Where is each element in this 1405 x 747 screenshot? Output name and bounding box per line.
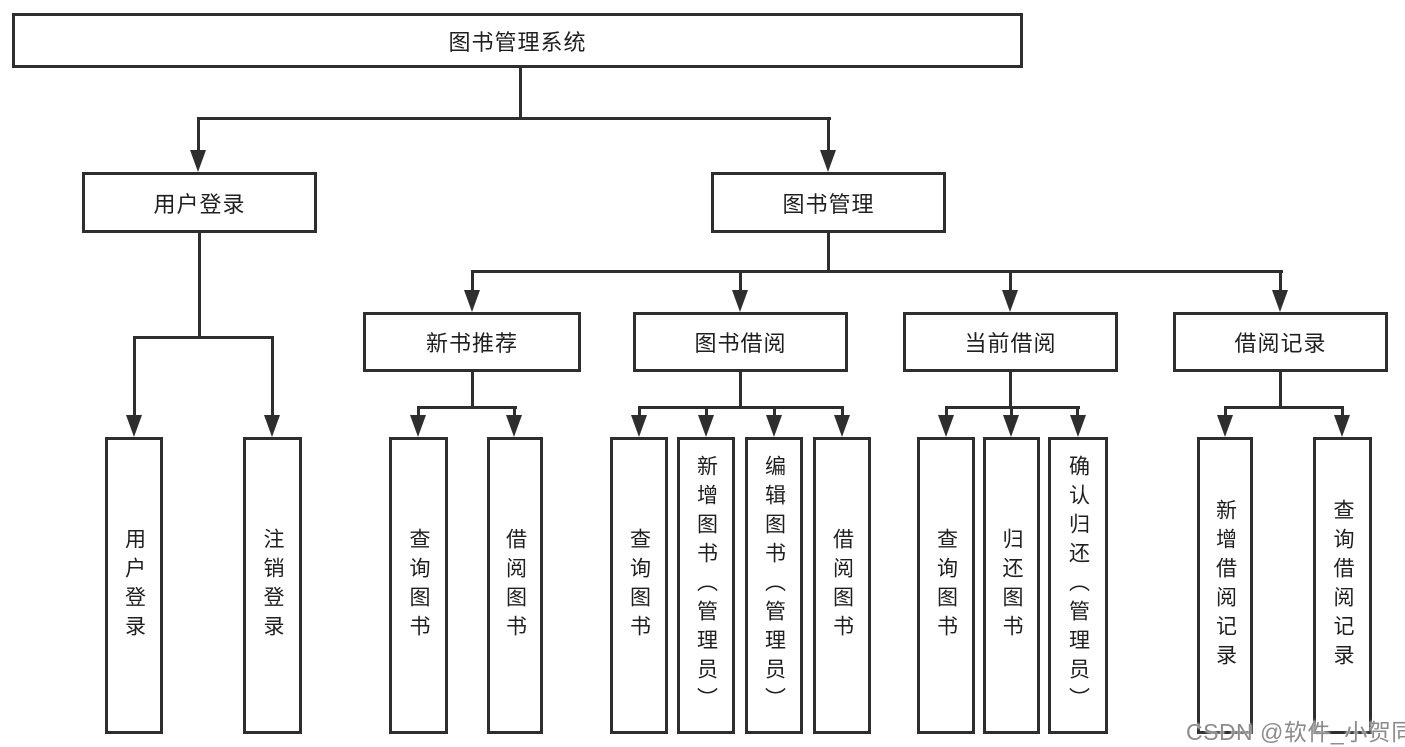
node-label: 用户登录 <box>153 191 246 217</box>
connector-line <box>638 406 844 409</box>
arrow-down-icon <box>190 150 206 172</box>
leaf-label: 确认归还（管理员） <box>1066 455 1090 716</box>
arrow-down-icon <box>834 415 850 437</box>
connector-line <box>1009 270 1012 292</box>
connector-line <box>197 117 200 152</box>
connector-line <box>133 336 274 339</box>
connector-line <box>471 270 474 292</box>
leaf-bookborrow-borrow: 借阅图书 <box>813 437 871 734</box>
leaf-label: 查询图书 <box>407 527 430 644</box>
node-label: 新书推荐 <box>425 331 518 356</box>
leaf-label: 新增图书（管理员） <box>694 455 718 716</box>
connector-line <box>1341 406 1344 418</box>
connector-line <box>1279 270 1282 292</box>
leaf-current-query: 查询图书 <box>917 437 975 734</box>
leaf-bookborrow-add-admin: 新增图书（管理员） <box>677 437 735 734</box>
connector-line <box>513 406 516 418</box>
node-label: 图书借阅 <box>694 331 787 356</box>
connector-line <box>197 117 831 120</box>
arrow-down-icon <box>1217 415 1233 437</box>
connector-line <box>739 372 742 409</box>
connector-line <box>1076 406 1079 418</box>
arrow-down-icon <box>1272 290 1288 312</box>
connector-line <box>705 406 708 418</box>
connector-line <box>519 68 522 118</box>
node-borrow-records: 借阅记录 <box>1173 312 1388 372</box>
leaf-user-login: 用户登录 <box>105 437 163 734</box>
leaf-label: 新增借阅记录 <box>1213 498 1237 673</box>
arrow-down-icon <box>264 415 280 437</box>
connector-line <box>1279 372 1282 409</box>
leaf-bookborrow-edit-admin: 编辑图书（管理员） <box>745 437 803 734</box>
leaf-label: 借阅图书 <box>830 527 854 644</box>
connector-line <box>471 372 474 409</box>
arrow-down-icon <box>820 150 836 172</box>
connector-line <box>133 336 136 417</box>
arrow-down-icon <box>698 415 714 437</box>
leaf-label: 注销登录 <box>261 527 284 644</box>
leaf-label: 查询图书 <box>627 527 651 644</box>
arrow-down-icon <box>464 290 480 312</box>
leaf-newbook-query: 查询图书 <box>389 437 448 734</box>
csdn-watermark: CSDN @软件_小贺同学 <box>1186 719 1405 745</box>
leaf-label: 查询借阅记录 <box>1331 498 1354 673</box>
leaf-label: 查询图书 <box>934 527 958 644</box>
arrow-down-icon <box>1002 290 1018 312</box>
arrow-down-icon <box>732 290 748 312</box>
connector-line <box>1224 406 1344 409</box>
node-label: 当前借阅 <box>964 331 1057 356</box>
leaf-label: 编辑图书（管理员） <box>762 455 786 716</box>
leaf-logout: 注销登录 <box>243 437 302 734</box>
connector-line <box>1010 406 1013 418</box>
arrow-down-icon <box>1334 415 1350 437</box>
connector-line <box>945 406 948 418</box>
node-book-borrow: 图书借阅 <box>633 312 848 372</box>
connector-line <box>417 406 517 409</box>
node-book-management: 图书管理 <box>711 172 946 233</box>
node-new-book-recommend: 新书推荐 <box>363 312 581 372</box>
leaf-label: 用户登录 <box>122 527 146 644</box>
arrow-down-icon <box>410 415 426 437</box>
connector-line <box>271 336 274 417</box>
node-user-login: 用户登录 <box>82 172 317 233</box>
connector-line <box>739 270 742 292</box>
leaf-current-confirm-return-admin: 确认归还（管理员） <box>1048 437 1108 734</box>
connector-line <box>1224 406 1227 418</box>
arrow-down-icon <box>938 415 954 437</box>
connector-line <box>827 233 830 273</box>
node-root-system: 图书管理系统 <box>12 13 1023 68</box>
leaf-newbook-borrow: 借阅图书 <box>487 437 543 734</box>
leaf-bookborrow-query: 查询图书 <box>610 437 668 734</box>
arrow-down-icon <box>506 415 522 437</box>
connector-line <box>773 406 776 418</box>
connector-line <box>827 117 830 152</box>
node-current-borrow: 当前借阅 <box>903 312 1118 372</box>
leaf-records-query: 查询借阅记录 <box>1313 437 1372 734</box>
connector-line <box>841 406 844 418</box>
connector-line <box>198 233 201 339</box>
arrow-down-icon <box>766 415 782 437</box>
connector-line <box>471 270 1283 273</box>
arrow-down-icon <box>126 415 142 437</box>
leaf-records-add: 新增借阅记录 <box>1197 437 1253 734</box>
connector-line <box>638 406 641 418</box>
arrow-down-icon <box>631 415 647 437</box>
leaf-label: 借阅图书 <box>503 527 527 644</box>
node-label: 图书管理 <box>782 191 875 217</box>
connector-line <box>417 406 420 418</box>
arrow-down-icon <box>1003 415 1019 437</box>
node-label: 借阅记录 <box>1234 331 1327 356</box>
connector-line <box>1009 372 1012 409</box>
node-root-label: 图书管理系统 <box>448 29 587 55</box>
leaf-current-return: 归还图书 <box>983 437 1040 734</box>
arrow-down-icon <box>1070 415 1086 437</box>
leaf-label: 归还图书 <box>1000 527 1023 644</box>
